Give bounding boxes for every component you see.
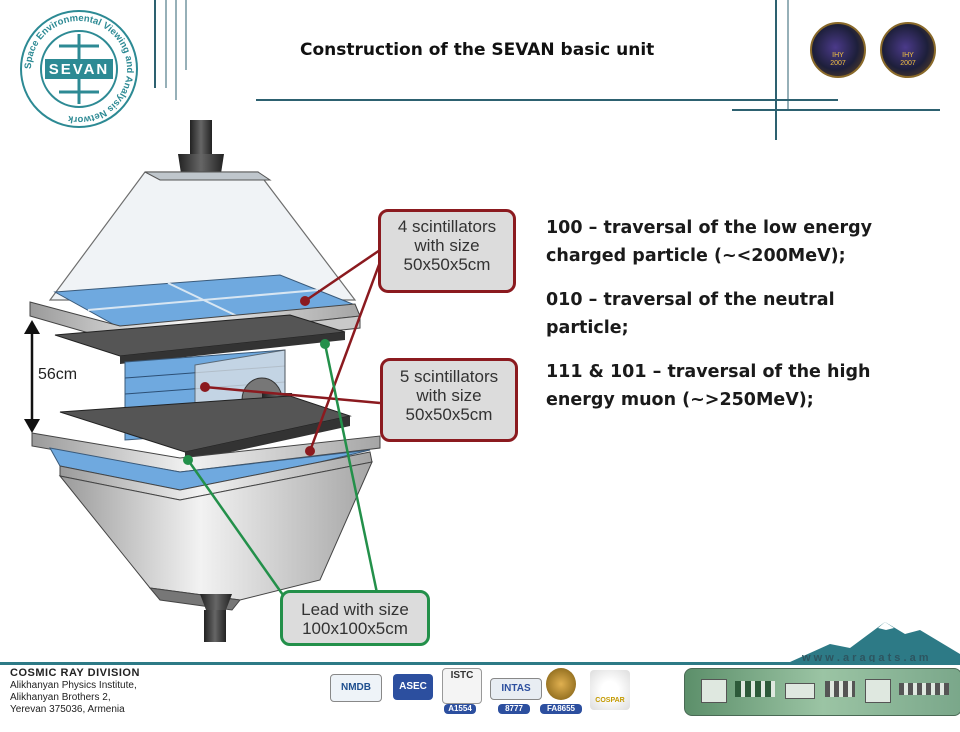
nmdb-logo: NMDB [330, 674, 382, 702]
website-url[interactable]: w w w . a r a g a t s . a m [802, 652, 929, 664]
badge-text: IHY [902, 52, 914, 59]
callout-line: 100x100x5cm [302, 619, 408, 638]
callout-line: 5 scintillators [399, 367, 499, 386]
intas-logo: INTAS [490, 678, 542, 700]
top-pmt [190, 120, 212, 154]
callout-line: 4 scintillators [397, 217, 497, 236]
grant-id: FA8655 [540, 704, 582, 714]
grant-id: 8777 [498, 704, 530, 714]
ihy-badge-2: IHY 2007 [880, 22, 936, 78]
bottom-pmt [204, 610, 226, 642]
page-title: Construction of the SEVAN basic unit [300, 40, 655, 60]
bullet-muon: 111 & 101 – traversal of the high energy… [546, 362, 871, 410]
bullet-neutral: 010 – traversal of the neutral particle; [546, 290, 835, 338]
footer: COSMIC RAY DIVISION Alikhanyan Physics I… [0, 656, 960, 720]
badge-year: 2007 [900, 60, 916, 67]
badge-year: 2007 [830, 60, 846, 67]
address-line: Alikhanyan Brothers 2, [10, 692, 111, 703]
address-line: Yerevan 375036, Armenia [10, 704, 125, 715]
mountain-graphic [790, 622, 960, 662]
bullet-low-energy: 100 – traversal of the low energy charge… [546, 218, 873, 266]
callout-line: 50x50x5cm [405, 405, 493, 424]
network-strip [684, 668, 960, 716]
asec-logo: ASEC [393, 674, 433, 700]
sevan-logo: Space Environmental Viewing and Analysis… [20, 10, 138, 128]
ihy-badge-1: IHY 2007 [810, 22, 866, 78]
logo-name: SEVAN [49, 61, 110, 78]
istc-logo: ISTC [442, 668, 482, 704]
sevan-detector-diagram [24, 120, 385, 642]
division-name: COSMIC RAY DIVISION [10, 667, 140, 679]
height-label: 56cm [38, 366, 78, 383]
callout-line: 50x50x5cm [403, 255, 491, 274]
callout-lead: Lead with size 100x100x5cm [280, 590, 430, 646]
header-decoration [154, 0, 940, 140]
badge-text: IHY [832, 52, 844, 59]
callout-line: Lead with size [301, 600, 409, 619]
cospar-logo: COSPAR [590, 670, 630, 710]
address-line: Alikhanyan Physics Institute, [10, 680, 137, 691]
grant-id: A1554 [444, 704, 476, 714]
callout-line: with size [416, 386, 482, 405]
callout-middle-scintillators: 5 scintillators with size 50x50x5cm [380, 358, 518, 442]
istc-text: ISTC [450, 670, 474, 681]
usaf-logo [546, 668, 576, 700]
callout-top-scintillators: 4 scintillators with size 50x50x5cm [378, 209, 516, 293]
callout-line: with size [414, 236, 480, 255]
